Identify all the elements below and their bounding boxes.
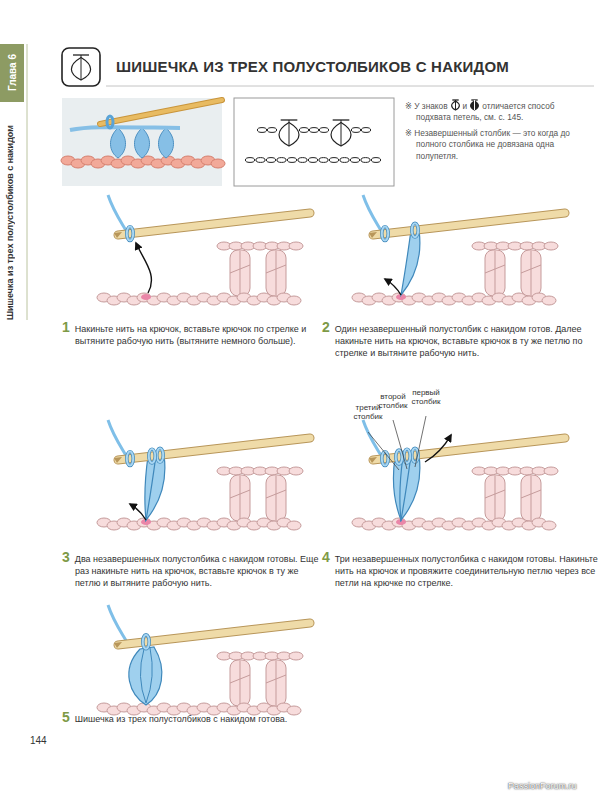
note-text: и: [463, 101, 468, 111]
watermark: PassionForum.ru: [508, 781, 577, 791]
note-text: ※ Незавершенный столбик — это когда до п…: [405, 128, 570, 161]
page-title: ШИШЕЧКА ИЗ ТРЕХ ПОЛУСТОЛБИКОВ С НАКИДОМ: [116, 58, 509, 75]
step-number: 3: [62, 549, 70, 565]
step-text: Один незавершенный полустолбик с накидом…: [335, 324, 583, 358]
photo: [61, 98, 225, 186]
step-illustration: [97, 420, 310, 530]
step-illustration: [352, 420, 565, 530]
step-illustration: [97, 195, 310, 305]
note: ※ У знаковиотличается способ подхвата пе…: [405, 99, 589, 124]
page-number: 144: [30, 735, 47, 746]
step-number: 4: [322, 549, 330, 565]
leader-line: [368, 432, 399, 470]
stitch-label: второй столбик: [374, 393, 412, 411]
step-illustration: [352, 195, 565, 305]
step-text: Два незавершенных полустолбика с накидом…: [75, 554, 319, 588]
step-number: 5: [62, 709, 70, 725]
leader-line: [393, 420, 407, 469]
stitch-chart: [234, 98, 394, 186]
side-rule: [27, 44, 28, 320]
symbol-box: [62, 48, 100, 86]
notes: ※ У знаковиотличается способ подхвата пе…: [405, 99, 589, 166]
chapter-tab: Глава 6: [0, 44, 24, 102]
stitch-symbol: [470, 99, 479, 111]
step-caption: 4 Три незавершенных полустолбика с накидо…: [322, 548, 603, 590]
side-title: Шишечка из трех полустолбиков с накидом: [5, 98, 15, 320]
step-number: 1: [62, 319, 70, 335]
title-rule: [106, 86, 594, 87]
step-caption: 3 Два незавершенных полустолбика с накидо…: [62, 548, 325, 590]
leader-line: [415, 416, 426, 467]
step-caption: 1 Накиньте нить на крючок, вставьте крючо…: [62, 318, 325, 348]
tab-label: Глава 6: [7, 54, 18, 91]
note: ※ Незавершенный столбик — это когда до п…: [405, 128, 589, 162]
step-illustration: [97, 605, 310, 715]
step-text: Шишечка из трех полустолбиков с накидом …: [75, 714, 288, 724]
step-number: 2: [322, 319, 330, 335]
step-caption: 2 Один незавершенный полустолбик с накидо…: [322, 318, 603, 360]
step-caption: 5 Шишечка из трех полустолбиков с накидом…: [62, 708, 345, 726]
step-text: Накиньте нить на крючок, вставьте крючок…: [75, 324, 307, 346]
stitch-label: первый столбик: [407, 389, 445, 407]
note-text: ※ У знаков: [405, 101, 448, 111]
stitch-symbol: [451, 99, 460, 111]
step-text: Три незавершенных полустолбика с накидом…: [335, 554, 598, 588]
